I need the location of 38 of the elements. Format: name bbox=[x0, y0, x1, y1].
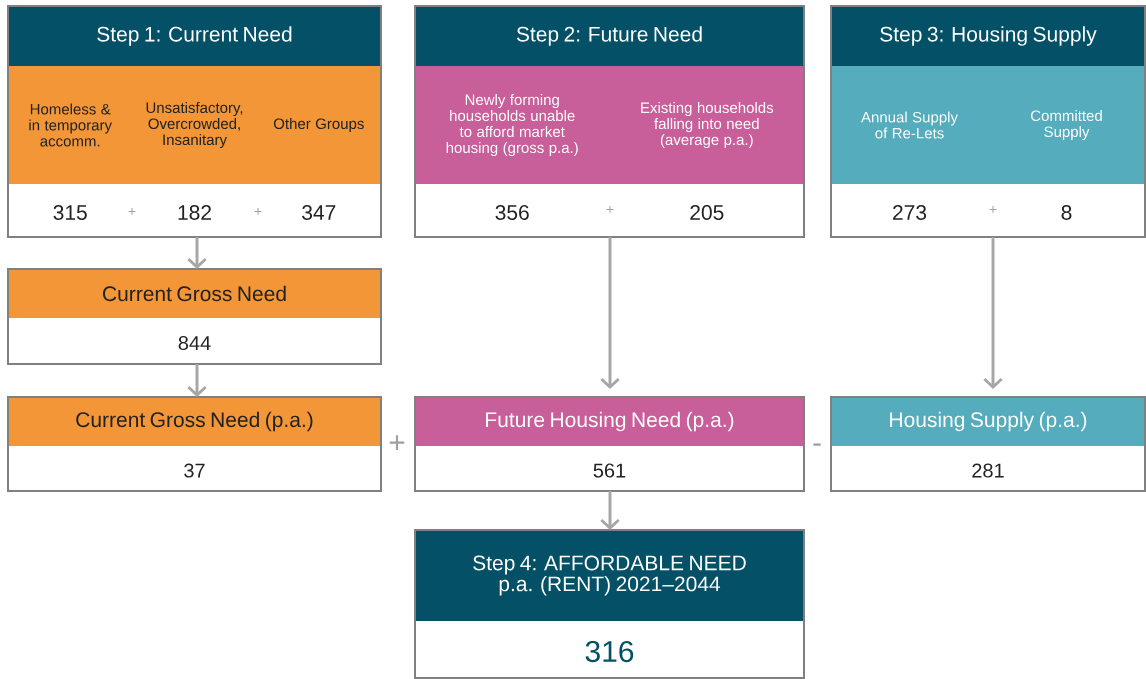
arrow bbox=[600, 237, 620, 389]
value-text: 205 bbox=[690, 205, 724, 220]
value-text: 561 bbox=[593, 463, 626, 478]
value-text: 315 bbox=[53, 205, 87, 220]
column-heading: Annual Supply of Re-Lets bbox=[861, 111, 958, 139]
value-text: 273 bbox=[893, 205, 927, 220]
column-heading: Committed Supply bbox=[1031, 110, 1102, 140]
panel-header: Step 1: Current Need bbox=[9, 7, 380, 66]
value-text: 37 bbox=[184, 463, 205, 478]
column-heading: Existing households falling into need (average p.a.) bbox=[641, 102, 774, 148]
column-heading: Newly forming households unable to afford market housing (gross p.a.) bbox=[446, 94, 578, 156]
panel-header: Step 4: AFFORDABLE NEED p.a. (RENT) 2021–2044 bbox=[416, 531, 803, 621]
panel-header: Current Gross Need bbox=[9, 270, 380, 318]
column-heading: Homeless & in temporary accomm. bbox=[29, 103, 112, 147]
value-text: 281 bbox=[972, 463, 1004, 478]
value-text: 182 bbox=[178, 205, 211, 220]
operator-sign: + bbox=[389, 435, 405, 451]
operator-sign: + bbox=[606, 205, 614, 213]
arrow bbox=[187, 364, 207, 397]
arrow bbox=[600, 491, 620, 530]
panel-header: Future Housing Need (p.a.) bbox=[416, 398, 803, 446]
panel-header: Housing Supply (p.a.) bbox=[832, 398, 1144, 446]
operator-sign: - bbox=[813, 443, 821, 446]
value-text: 316 bbox=[585, 640, 634, 663]
arrow bbox=[187, 237, 207, 269]
value-text: 8 bbox=[1061, 205, 1072, 220]
operator-sign: + bbox=[254, 207, 262, 215]
panel-header: Step 3: Housing Supply bbox=[832, 7, 1144, 66]
operator-sign: + bbox=[989, 205, 997, 213]
panel-header: Current Gross Need (p.a.) bbox=[9, 398, 380, 446]
value-text: 347 bbox=[302, 205, 336, 220]
value-text: 844 bbox=[178, 335, 211, 351]
column-heading: Other Groups bbox=[273, 118, 364, 132]
panel-header: Step 2: Future Need bbox=[416, 7, 803, 66]
arrow bbox=[983, 237, 1003, 389]
operator-sign: + bbox=[128, 207, 136, 215]
column-heading: Unsatisfactory, Overcrowded, Insanitary bbox=[146, 102, 243, 148]
value-text: 356 bbox=[495, 205, 529, 220]
